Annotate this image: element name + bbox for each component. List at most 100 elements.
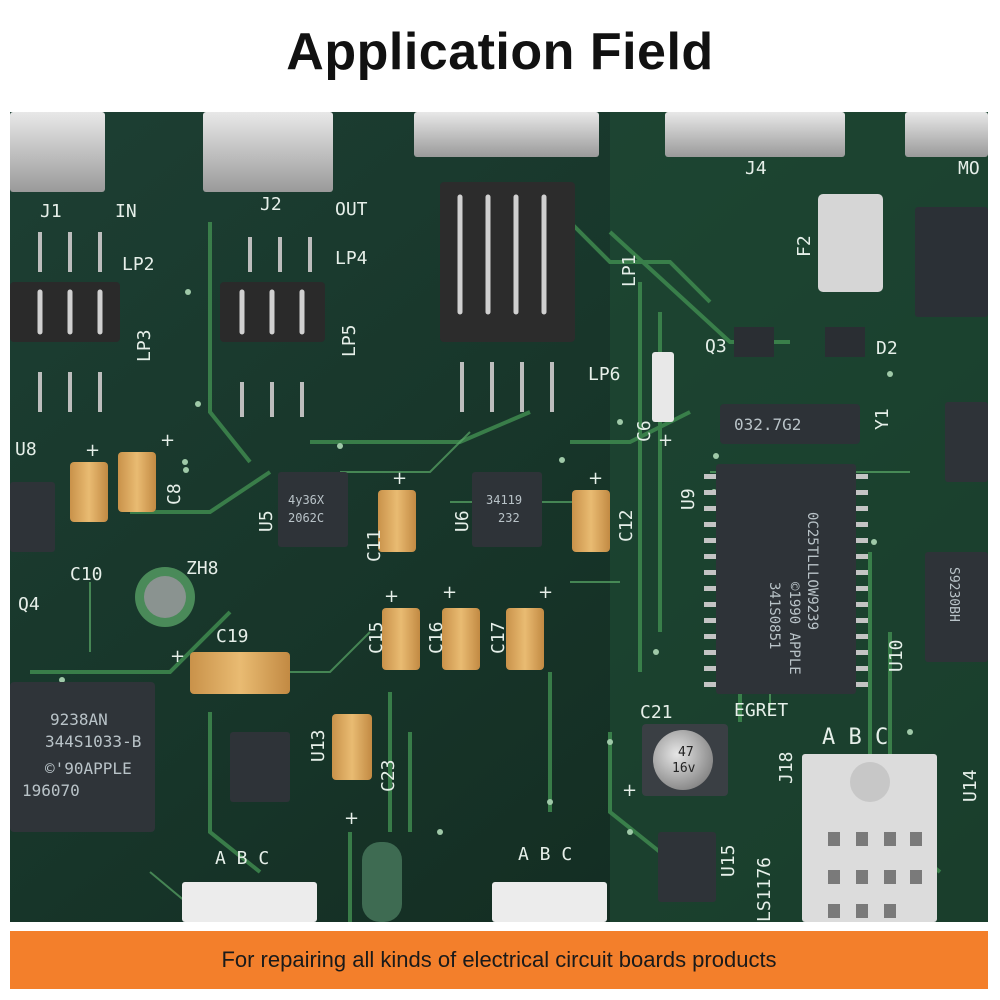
ic-qfp [10,682,155,832]
transistor-q3 [734,327,774,357]
connector-bottom-mid [492,882,607,922]
label-c15: C15 [366,621,387,654]
svg-text:+: + [85,440,100,461]
u6-marking-1: 34119 [486,493,522,507]
label-abc-mid: A B C [518,844,572,865]
label-in: IN [115,201,137,222]
label-j4: J4 [745,158,767,179]
cap-marking-1: 47 [678,745,694,760]
label-u15: U15 [718,844,739,877]
ic-u15 [658,832,716,902]
label-lp1: LP1 [619,254,640,287]
label-c21: C21 [640,702,673,723]
ic-u10 [925,552,988,662]
chip-markings: 4y36X 2062C 34119 232 032.7G2 9238AN 344… [22,415,961,800]
circuit-board-photo: J1 IN J2 OUT J4 MO LP2 LP4 LP6 Q3 D2 U8 … [10,112,988,922]
label-c6: C6 [634,420,655,442]
label-d2: D2 [876,338,898,359]
connector-j18 [802,754,937,922]
label-c10: C10 [70,564,103,585]
polarity-marks: + + + + + + + + + + + [85,430,673,829]
label-y1: Y1 [872,408,893,430]
u10-marking: S9230BH [946,567,961,622]
u9-marking-1: 341S0851 [766,582,782,649]
label-c16: C16 [426,621,447,654]
u5-marking-1: 4y36X [288,493,325,507]
label-u6: U6 [452,510,473,532]
pin-header-left [10,182,575,417]
label-u8: U8 [15,439,37,460]
svg-text:+: + [392,468,407,489]
label-c19: C19 [216,626,249,647]
label-zh8: ZH8 [186,558,219,579]
ic-u9 [704,464,868,694]
label-c8: C8 [164,483,185,505]
label-j1: J1 [40,201,62,222]
label-u5: U5 [256,510,277,532]
label-lp5: LP5 [339,324,360,357]
connector-bottom-left [182,882,317,922]
svg-text:+: + [384,586,399,607]
label-c17: C17 [488,621,509,654]
electrolytic-capacitor [653,730,713,790]
label-u13: U13 [308,729,329,762]
label-j18: J18 [776,751,797,784]
ic-u8 [10,482,55,552]
ic-u6 [472,472,542,547]
svg-text:+: + [588,468,603,489]
label-u10: U10 [886,639,907,672]
label-ls1176: LS1176 [754,857,775,922]
u5-marking-2: 2062C [288,511,324,525]
label-abc-right: A B C [822,725,888,750]
label-mo: MO [958,158,980,179]
ic-top-right [915,207,988,317]
qfp-marking-3: ©'90APPLE [45,759,132,778]
ic-right-mid [945,402,988,482]
crystal-marking: 032.7G2 [734,415,801,434]
u6-marking-2: 232 [498,511,520,525]
resistor [652,352,674,422]
label-f2: F2 [794,235,815,257]
label-q3: Q3 [705,336,727,357]
label-c11: C11 [364,529,385,562]
label-j2: J2 [260,194,282,215]
label-out: OUT [335,199,368,220]
caption-text: For repairing all kinds of electrical ci… [221,947,777,972]
fuse [818,194,883,292]
label-lp2: LP2 [122,254,155,275]
slot [362,842,402,922]
label-abc-left: A B C [215,848,269,869]
label-c12: C12 [616,509,637,542]
label-q4: Q4 [18,594,40,615]
svg-text:+: + [538,582,553,603]
svg-text:+: + [344,808,359,829]
label-lp6: LP6 [588,364,621,385]
tantalum-capacitors [70,452,610,780]
label-lp3: LP3 [134,329,155,362]
svg-text:+: + [160,430,175,451]
label-lp4: LP4 [335,248,368,269]
qfp-marking-4: 196070 [22,781,80,800]
qfp-marking-2: 344S1033-B [45,732,141,751]
caption-bar: For repairing all kinds of electrical ci… [10,931,988,989]
page-title: Application Field [286,23,714,81]
label-c23: C23 [378,759,399,792]
label-u9: U9 [678,488,699,510]
diode-d2 [825,327,865,357]
qfp-marking-1: 9238AN [50,710,108,729]
mounting-hole [144,576,186,618]
top-connectors [10,112,988,192]
silkscreen-labels: J1 IN J2 OUT J4 MO LP2 LP4 LP6 Q3 D2 U8 … [15,158,981,922]
label-egret: EGRET [734,700,788,721]
cap-marking-2: 16v [672,761,696,776]
u9-marking-3: 0C25TLLLOW9239 [804,512,820,630]
svg-text:+: + [442,582,457,603]
svg-text:+: + [622,780,637,801]
svg-text:+: + [658,430,673,451]
crystal-y1 [720,404,860,444]
label-u14: U14 [960,769,981,802]
svg-text:+: + [170,646,185,667]
ic-u13 [230,732,290,802]
u9-marking-2: ©1990 APPLE [786,582,802,675]
ic-u5 [278,472,348,547]
